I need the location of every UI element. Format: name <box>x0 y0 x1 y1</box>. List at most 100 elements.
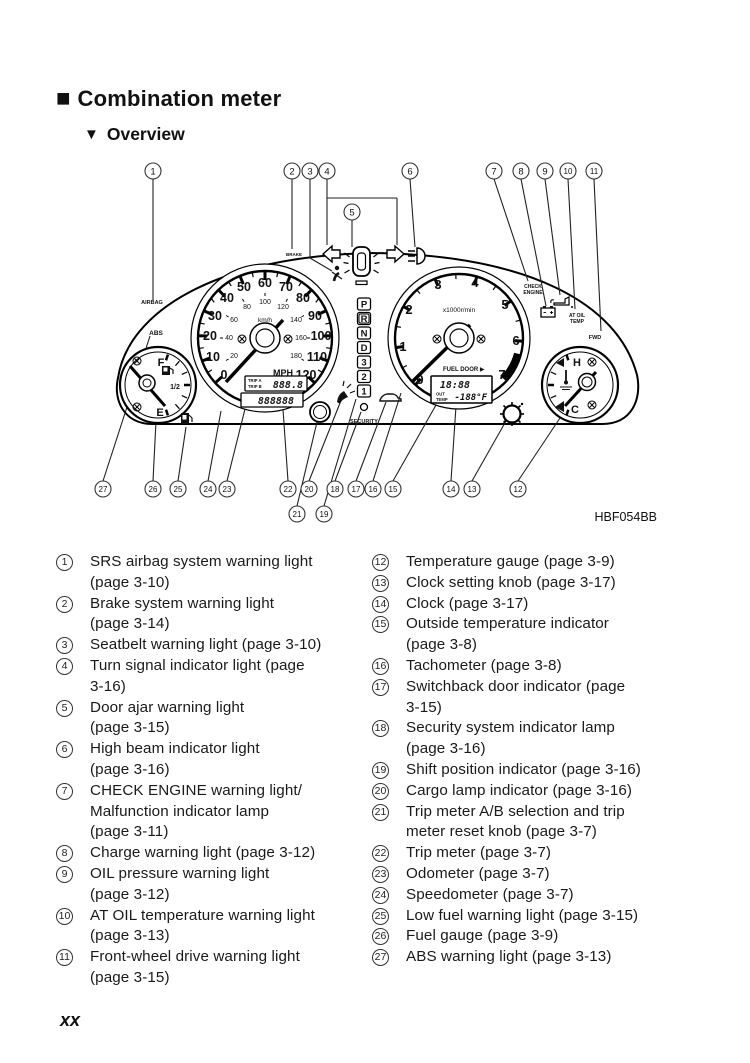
legend-item-text: Door ajar warning light (page 3-15) <box>90 698 245 737</box>
legend-item: 13 Clock setting knob (page 3-17) <box>372 573 675 594</box>
svg-text:25: 25 <box>174 485 183 494</box>
svg-text:100: 100 <box>259 299 271 306</box>
svg-text:1: 1 <box>399 339 406 354</box>
right-turn-signal-icon <box>386 244 406 264</box>
legend-item-number: 15 <box>372 616 389 634</box>
tachometer-major-ticks <box>396 277 522 386</box>
at-oil-temp-label2: TEMP <box>570 319 585 325</box>
figure-code: HBF054BB <box>594 510 657 524</box>
svg-text:110: 110 <box>307 350 327 364</box>
page-title: Combination meter <box>77 86 282 111</box>
legend-item-number: 22 <box>372 845 389 863</box>
legend-item-text: Cargo lamp indicator (page 3-16) <box>406 781 633 799</box>
security-indicator: SECURITY <box>350 402 378 425</box>
left-turn-signal-icon <box>321 244 341 264</box>
screw-icon <box>432 334 442 344</box>
svg-text:40: 40 <box>220 291 234 305</box>
svg-text:11: 11 <box>590 167 599 176</box>
legend-item-number: 16 <box>372 657 389 675</box>
legend-item-number: 18 <box>372 720 389 738</box>
section-title: ■ Combination meter <box>56 86 281 112</box>
legend-item-text: Odometer (page 3-7) <box>406 864 550 882</box>
screw-icon <box>132 356 142 366</box>
svg-text:80: 80 <box>243 304 251 311</box>
thermometer-icon <box>560 370 572 390</box>
tachometer-number-labels: 0 1 2 3 4 5 6 7 <box>399 275 519 387</box>
battery-icon <box>540 306 556 318</box>
seatbelt-icon <box>331 265 343 282</box>
legend-item-text: Fuel gauge (page 3-9) <box>406 927 559 945</box>
legend-item-text: Clock setting knob (page 3-17) <box>406 573 616 591</box>
legend-item-number: 9 <box>56 865 73 883</box>
fwd-label: FWD <box>589 335 602 341</box>
speedometer-kmh-ticks <box>220 293 310 361</box>
switchback-door-icon <box>379 393 402 402</box>
combination-meter-diagram: F 1/2 E <box>94 162 657 524</box>
trip-a-label: TRIP A <box>248 378 262 383</box>
svg-text:90: 90 <box>308 309 322 323</box>
hot-zone-wedge <box>556 358 564 367</box>
legend-item-number: 13 <box>372 574 389 592</box>
svg-text:3: 3 <box>307 167 312 178</box>
door-ajar-icon <box>343 246 380 286</box>
temp-hot-label: H <box>573 357 581 369</box>
legend-item-text: SRS airbag system warning light (page 3-… <box>90 553 313 591</box>
legend-item-number: 1 <box>56 554 73 571</box>
svg-text:20: 20 <box>305 485 314 494</box>
legend-item-text: Trip meter A/B selection and trip meter … <box>406 802 625 841</box>
legend-item-number: 8 <box>56 845 73 863</box>
screw-icon <box>587 357 597 367</box>
screw-icon <box>283 334 293 344</box>
svg-text:100: 100 <box>311 329 332 343</box>
low-fuel-icon <box>181 413 193 424</box>
legend-item-number: 21 <box>372 803 389 821</box>
svg-text:13: 13 <box>468 485 477 494</box>
legend-item-text: Seatbelt warning light (page 3-10) <box>90 636 322 654</box>
speedometer-mph-labels: 0 10 20 30 40 50 60 70 80 90 100 110 120 <box>203 276 331 382</box>
screw-icon <box>132 402 142 412</box>
fuel-door-label: FUEL DOOR ▶ <box>443 367 485 373</box>
odometer-value: 888888 <box>258 396 294 407</box>
svg-text:4: 4 <box>324 167 329 178</box>
legend-item-text: Switchback door indicator (page 3-15) <box>406 677 626 716</box>
clock-outside-temp-lcd: 18:88 OUT TEMP -188°F <box>430 375 493 404</box>
svg-text:19: 19 <box>320 510 329 519</box>
temperature-gauge: H C <box>540 345 620 425</box>
legend-item: 23 Odometer (page 3-7) <box>372 864 675 885</box>
legend-item-number: 25 <box>372 907 389 925</box>
svg-text:5: 5 <box>349 208 354 219</box>
svg-text:20: 20 <box>203 329 217 343</box>
legend-item-number: 12 <box>372 554 389 571</box>
legend-item-text: Low fuel warning light (page 3-15) <box>406 906 639 924</box>
legend-item-number: 23 <box>372 865 389 883</box>
legend-item-text: Turn signal indicator light (page 3-16) <box>90 656 305 695</box>
legend-item-number: 6 <box>56 741 73 759</box>
mph-unit-label: MPH <box>273 368 293 378</box>
legend-item-number: 3 <box>56 637 73 655</box>
legend-item-number: 11 <box>56 949 73 967</box>
svg-text:2: 2 <box>361 372 366 383</box>
svg-text:6: 6 <box>512 333 519 348</box>
at-oil-temp-label: AT OIL <box>569 313 585 319</box>
check-engine-label: CHECK <box>524 284 542 290</box>
check-engine-label2: ENGINE <box>523 290 543 296</box>
svg-text:P: P <box>361 300 368 311</box>
svg-text:60: 60 <box>258 276 272 290</box>
svg-text:180: 180 <box>290 353 302 360</box>
svg-text:4: 4 <box>471 275 479 290</box>
screw-icon <box>237 334 247 344</box>
legend-item: 25 Low fuel warning light (page 3-15) <box>372 906 675 927</box>
triangle-bullet-icon: ▼ <box>84 125 99 143</box>
legend-item-text: Speedometer (page 3-7) <box>406 885 574 903</box>
svg-text:27: 27 <box>99 485 108 494</box>
legend-item-text: Charge warning light (page 3-12) <box>90 844 316 862</box>
